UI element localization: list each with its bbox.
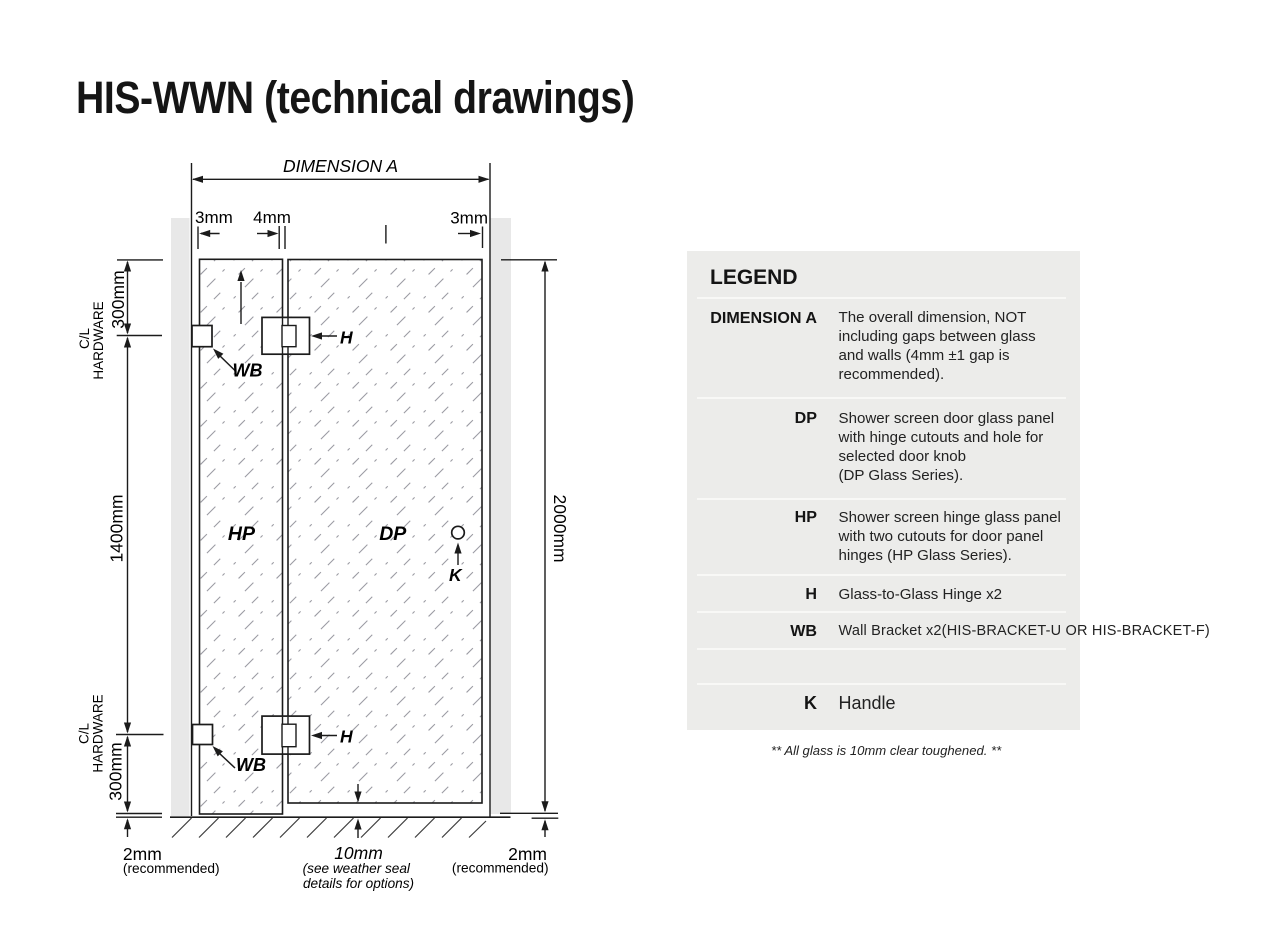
svg-text:(recommended): (recommended) (452, 861, 549, 876)
svg-text:2000mm: 2000mm (550, 495, 570, 563)
svg-text:300mm: 300mm (108, 270, 128, 328)
svg-text:10mm: 10mm (334, 843, 383, 863)
svg-text:C/L: C/L (77, 723, 92, 745)
svg-text:C/L: C/L (77, 328, 92, 350)
svg-text:details for options): details for options) (303, 876, 414, 891)
svg-text:3mm: 3mm (450, 209, 488, 228)
svg-text:4mm: 4mm (253, 208, 291, 227)
svg-text:300mm: 300mm (105, 742, 125, 800)
svg-text:HARDWARE: HARDWARE (90, 694, 105, 772)
svg-text:H: H (340, 328, 353, 348)
svg-text:H: H (340, 727, 353, 747)
svg-text:DIMENSION A: DIMENSION A (283, 156, 398, 176)
svg-text:2mm: 2mm (123, 844, 162, 864)
svg-text:HARDWARE: HARDWARE (91, 301, 106, 379)
svg-text:WB: WB (236, 755, 266, 775)
svg-text:(see weather seal: (see weather seal (303, 861, 411, 876)
svg-text:DP: DP (379, 523, 407, 545)
svg-text:WB: WB (233, 361, 263, 381)
svg-text:K: K (449, 565, 463, 585)
svg-text:HP: HP (228, 523, 256, 545)
svg-text:2mm: 2mm (508, 844, 547, 864)
svg-text:3mm: 3mm (195, 208, 233, 227)
svg-text:1400mm: 1400mm (107, 494, 127, 562)
svg-text:(recommended): (recommended) (123, 861, 220, 876)
